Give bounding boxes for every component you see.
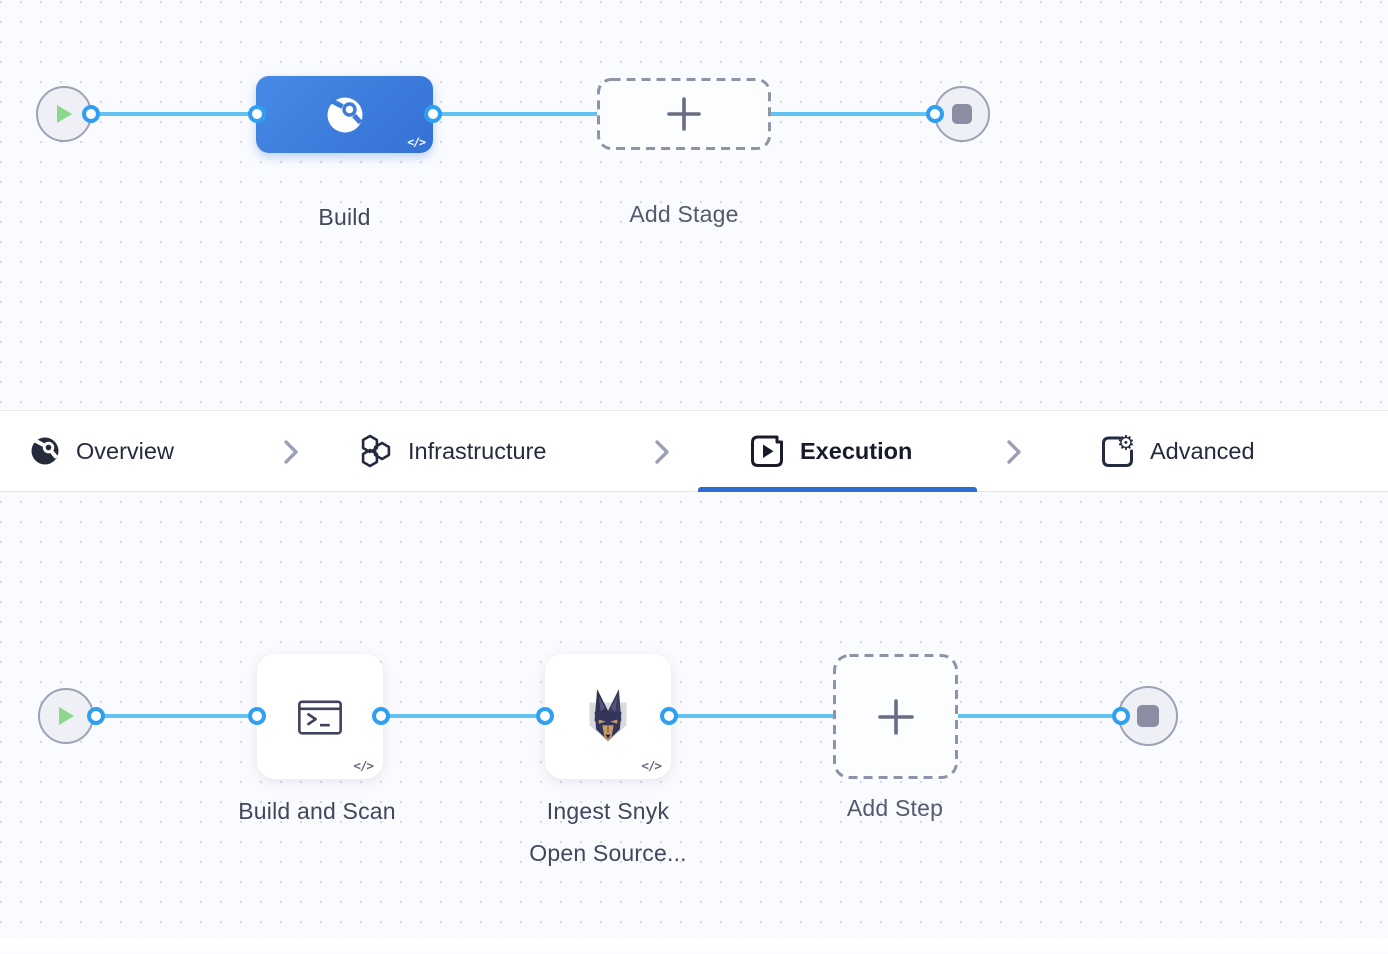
tab-overview[interactable]: Overview (28, 411, 174, 491)
execution-canvas: </> </> (0, 492, 1388, 954)
dashed-border (597, 78, 771, 150)
plus-icon (877, 698, 914, 735)
gear-page-icon: ⚙ (1102, 432, 1135, 467)
add-step-label: Add Step (846, 795, 944, 821)
ci-build-icon (327, 97, 362, 132)
connector-dot (82, 105, 100, 123)
tab-label: Overview (76, 437, 174, 464)
terminal-icon (298, 699, 342, 735)
connector-dot (660, 707, 678, 725)
connector-dot (372, 707, 390, 725)
execution-start-node (38, 688, 94, 744)
connector-dot (248, 707, 266, 725)
yaml-code-badge: </> (407, 135, 426, 149)
tab-label: Infrastructure (408, 437, 547, 464)
connector-dot (248, 105, 266, 123)
canvas-bottom-strip (0, 938, 1388, 951)
tab-advanced[interactable]: ⚙ Advanced (1098, 411, 1255, 491)
connector-dot (1112, 707, 1130, 725)
snyk-logo (589, 688, 627, 742)
play-icon (57, 105, 72, 123)
yaml-code-badge: </> (353, 758, 374, 773)
step-label: Build and Scan (238, 798, 396, 824)
connector-dot (536, 707, 554, 725)
plus-icon (667, 97, 701, 131)
connector-dot (87, 707, 105, 725)
step-card-ingest-snyk[interactable]: </> (545, 654, 671, 779)
add-step-button[interactable] (833, 654, 958, 779)
stage-canvas: </> Build Add Stage (0, 0, 1388, 410)
stage-tab-bar: Overview Infrastructure Execution (0, 410, 1388, 492)
add-stage-label: Add Stage (629, 201, 739, 227)
stage-label: Build (318, 204, 371, 230)
chevron-right-icon (655, 440, 669, 464)
chevron-right-icon (284, 440, 298, 464)
step-label: Ingest Snyk Open Source... (488, 790, 728, 874)
tab-label: Execution (800, 437, 913, 464)
stage-flow-line (91, 112, 935, 116)
dashed-border (833, 654, 958, 779)
step-label-line1: Ingest Snyk (546, 798, 670, 824)
tab-infrastructure[interactable]: Infrastructure (356, 411, 546, 491)
tab-execution[interactable]: Execution (748, 411, 912, 491)
stop-icon (952, 104, 972, 124)
hexagons-icon (361, 434, 391, 468)
step-label-line2: Open Source... (529, 840, 687, 866)
play-icon (59, 707, 74, 725)
add-stage-button[interactable] (597, 78, 771, 150)
step-card-build-and-scan[interactable]: </> (257, 654, 383, 779)
pipeline-end-node (934, 86, 990, 142)
active-tab-underline (698, 487, 977, 492)
chevron-right-icon (1007, 440, 1021, 464)
stage-node-build[interactable]: </> (256, 76, 433, 153)
connector-dot (926, 105, 944, 123)
yaml-code-badge: </> (641, 758, 662, 773)
play-square-icon (751, 435, 783, 467)
stop-icon (1137, 705, 1159, 727)
connector-dot (424, 105, 442, 123)
tab-label: Advanced (1150, 437, 1255, 464)
svg-text:⚙: ⚙ (1117, 432, 1135, 455)
ci-overview-icon (31, 437, 59, 465)
